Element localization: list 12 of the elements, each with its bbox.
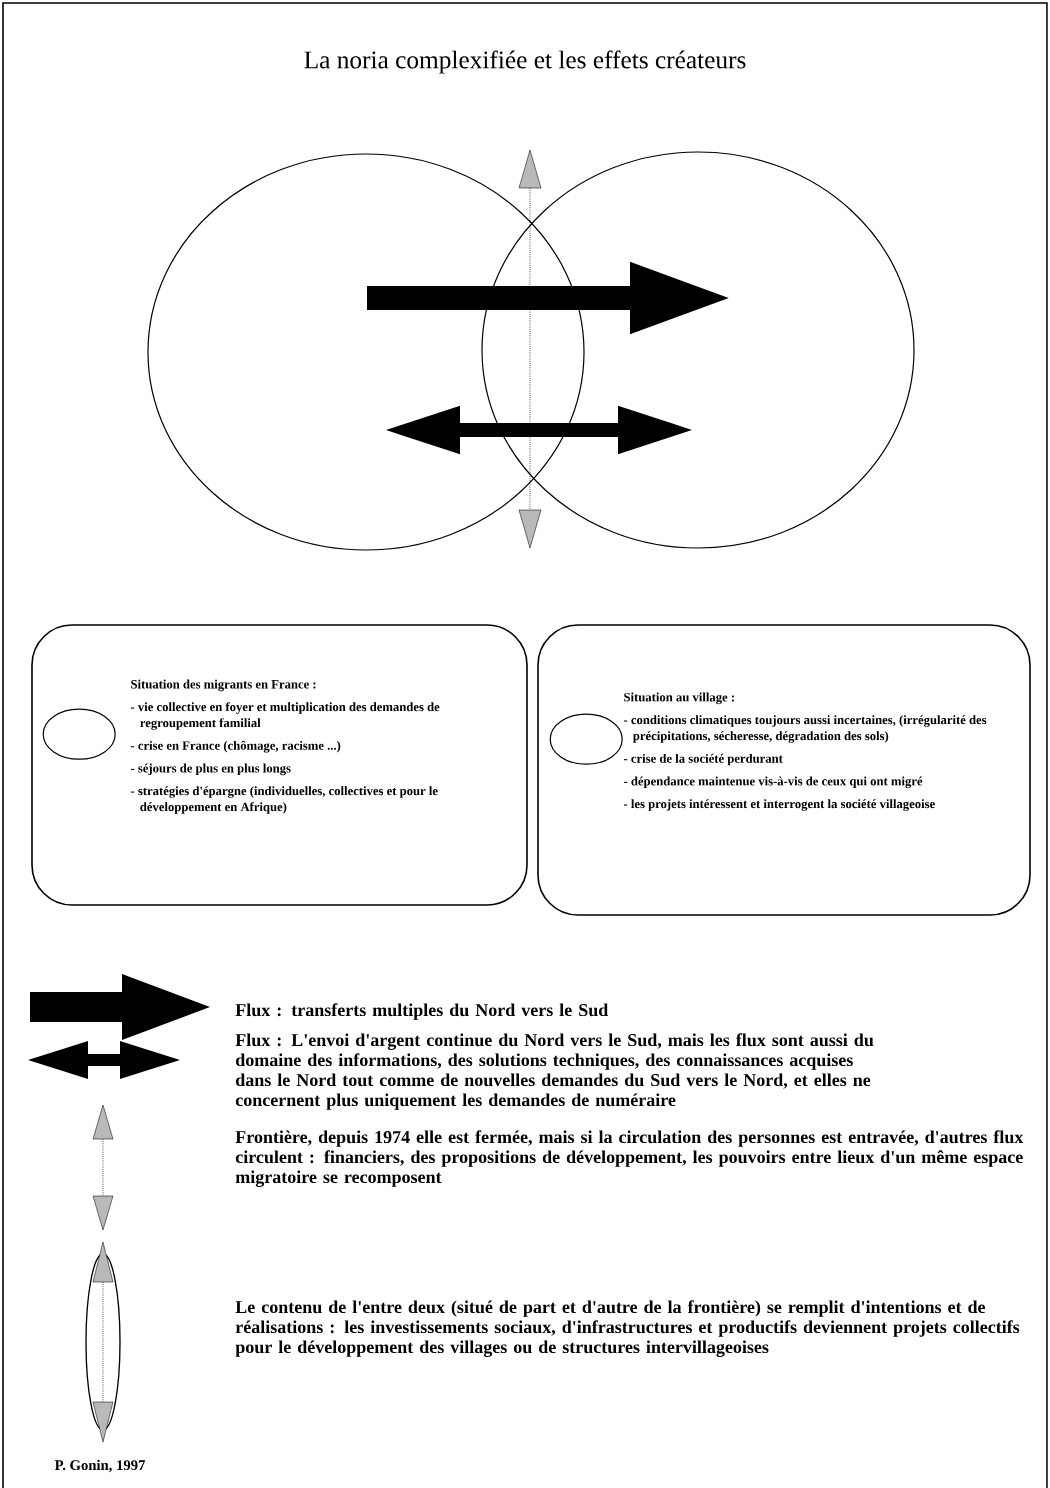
legend-text: Frontière, depuis 1974 elle est fermée, mais si la circulation des personnes est entravée, d'autres flux circulent : financiers, des propositions de développement, les pouvoirs entre lieux d'un même espace migratoire se recomposent [235, 1130, 1024, 1187]
circle [481, 151, 915, 549]
title: La noria complexifiée et les effets créateurs [304, 50, 746, 74]
legend-text: Flux : L'envoi d'argent continue du Nord vers le Sud, mais les flux sont aussi du domaine des informations, des solutions techniques, des connaissances acquises dans le Nord tout comme de nouvelles demandes du Sud vers le Nord, et elles ne concernent plus uniquement les demandes de numéraire [235, 1033, 874, 1110]
text-box: Situation des migrants en France : - vie collective en foyer et multiplication des demandes de regroupement familial - crise en France (chômage, racisme ...) - séjours de plus en plus longs - stratégies d'épargne (individuelles, collectives et pour le développement en Afrique) [31, 624, 528, 906]
small-ellipse [42, 708, 116, 760]
circle [147, 153, 585, 551]
author-credit: P. Gonin, 1997 [54, 1459, 145, 1473]
legend-text: Flux : transferts multiples du Nord vers le Sud [235, 1003, 609, 1020]
text-box: Situation au village : - conditions climatiques toujours aussi incertaines, (irrégularité des précipitations, sécheresse, dégradation des sols) - crise de la société perdurant - dépendance maintenue vis-à-vis de ceux qui ont migré - les projets intéressent et interrogent la société villageoise [537, 624, 1031, 916]
legend-text: Le contenu de l'entre deux (situé de part et d'autre de la frontière) se remplit d'intentions et de réalisations : les investissements sociaux, d'infrastructures et productifs deviennent projets collectifs pour le développement des villages ou de structures intervillageoises [235, 1300, 1020, 1357]
small-ellipse [549, 713, 623, 765]
